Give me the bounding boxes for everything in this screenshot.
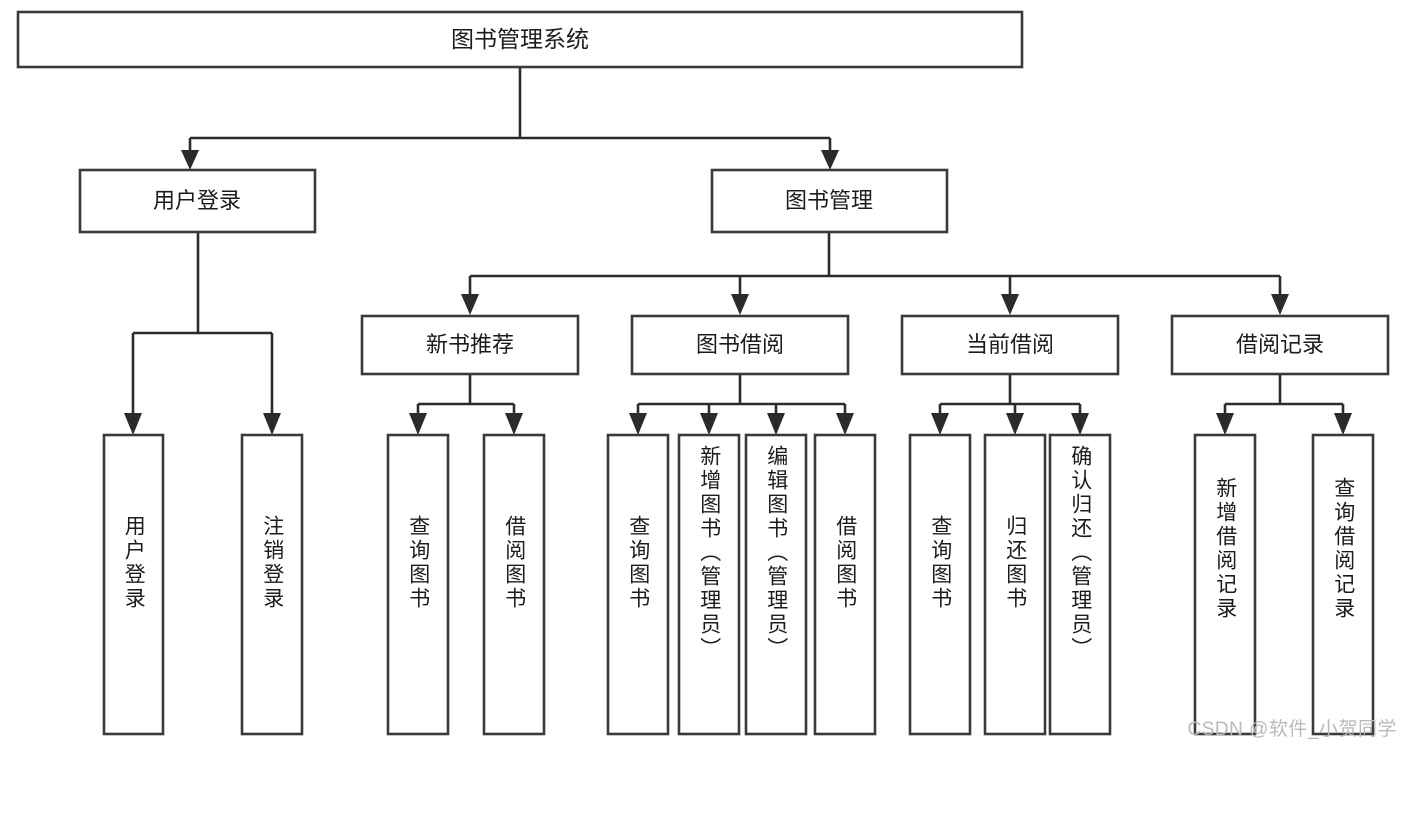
arrow-head-to-leaf-query-book-c (931, 413, 949, 435)
arrow-head-to-new-book-rec (461, 294, 479, 315)
node-user-login-label: 用户登录 (153, 188, 241, 213)
arrow-head-to-leaf-logout (263, 413, 281, 435)
leaf-box-return-book[interactable] (983, 433, 1047, 736)
node-new-book-recommendation[interactable]: 新书推荐 (360, 314, 580, 376)
node-current-borrowing-box (900, 314, 1120, 376)
node-current-borrowing[interactable]: 当前借阅 (900, 314, 1120, 376)
arrow-head-to-leaf-query-record (1334, 413, 1352, 435)
arrow-head-to-leaf-add-book (700, 413, 718, 435)
connector-group-root-to-level2 (181, 67, 839, 170)
leaf-box-logout[interactable] (240, 433, 304, 736)
leaf-box-borrow-book-b[interactable] (813, 433, 877, 736)
arrow-head-root-to-book-mgmt (821, 150, 839, 170)
leaf-box-query-book-b[interactable] (606, 433, 670, 736)
node-book-borrowing-label: 图书借阅 (696, 332, 784, 357)
node-borrowing-record-label: 借阅记录 (1236, 332, 1324, 357)
arrow-head-to-book-borrow (731, 294, 749, 315)
leaf-box-query-book-c[interactable] (908, 433, 972, 736)
arrow-head-to-leaf-query-book-b (629, 413, 647, 435)
connector-group-new-book-rec-to-leaves (409, 374, 523, 435)
node-borrowing-record-box (1170, 314, 1390, 376)
diagram-canvas: 图书管理系统 用户登录 图书管理 新书推荐 图书借阅 当前借阅 借阅记录 (16, 10, 1390, 736)
arrow-head-to-leaf-edit-book (767, 413, 785, 435)
leaf-box-edit-book-admin[interactable] (744, 433, 808, 736)
arrow-head-to-leaf-add-record (1216, 413, 1234, 435)
leaf-box-borrow-book-a[interactable] (482, 433, 546, 736)
leaf-box-confirm-return-admin[interactable] (1048, 433, 1112, 736)
connector-group-user-login-to-leaves (124, 232, 281, 435)
leaf-box-add-book-admin[interactable] (677, 433, 741, 736)
node-root-system[interactable]: 图书管理系统 (16, 10, 1024, 69)
leaf-box-user-login[interactable] (102, 433, 165, 736)
node-new-book-recommendation-label: 新书推荐 (426, 332, 514, 357)
arrow-head-to-leaf-user-login (124, 413, 142, 435)
connector-group-book-borrow-to-leaves (629, 374, 854, 435)
arrow-head-to-borrow-record (1271, 294, 1289, 315)
leaf-box-add-borrow-record[interactable] (1193, 433, 1257, 736)
arrow-head-to-leaf-query-book-a (409, 413, 427, 435)
arrow-head-to-leaf-borrow-book-a (505, 413, 523, 435)
arrow-head-to-leaf-borrow-book-b (836, 413, 854, 435)
node-book-borrowing[interactable]: 图书借阅 (630, 314, 850, 376)
node-book-management-box (710, 168, 949, 234)
node-book-management[interactable]: 图书管理 (710, 168, 949, 234)
node-user-login-box (78, 168, 317, 234)
arrow-head-to-current-borrow (1001, 294, 1019, 315)
watermark-text: CSDN @软件_小贺同学 (1187, 719, 1397, 740)
node-user-login[interactable]: 用户登录 (78, 168, 317, 234)
node-root-system-box (16, 10, 1024, 69)
arrow-head-to-leaf-return-book (1006, 413, 1024, 435)
node-current-borrowing-label: 当前借阅 (966, 332, 1054, 357)
leaf-box-query-book-a[interactable] (386, 433, 450, 736)
leaf-node-boxes (102, 433, 1375, 736)
node-book-management-label: 图书管理 (785, 188, 873, 213)
node-book-borrowing-box (630, 314, 850, 376)
diagram-root: 图书管理系统 用户登录 图书管理 新书推荐 图书借阅 当前借阅 借阅记录 (16, 10, 1397, 740)
node-borrowing-record[interactable]: 借阅记录 (1170, 314, 1390, 376)
connector-group-borrow-record-to-leaves (1216, 374, 1352, 435)
arrow-head-to-leaf-confirm-return (1071, 413, 1089, 435)
connector-group-current-borrow-to-leaves (931, 374, 1089, 435)
arrow-head-root-to-user-login (181, 150, 199, 170)
node-root-system-label: 图书管理系统 (451, 26, 589, 52)
leaf-box-query-borrow-record[interactable] (1311, 433, 1375, 736)
connector-group-book-mgmt-to-level3 (461, 232, 1289, 315)
node-new-book-recommendation-box (360, 314, 580, 376)
